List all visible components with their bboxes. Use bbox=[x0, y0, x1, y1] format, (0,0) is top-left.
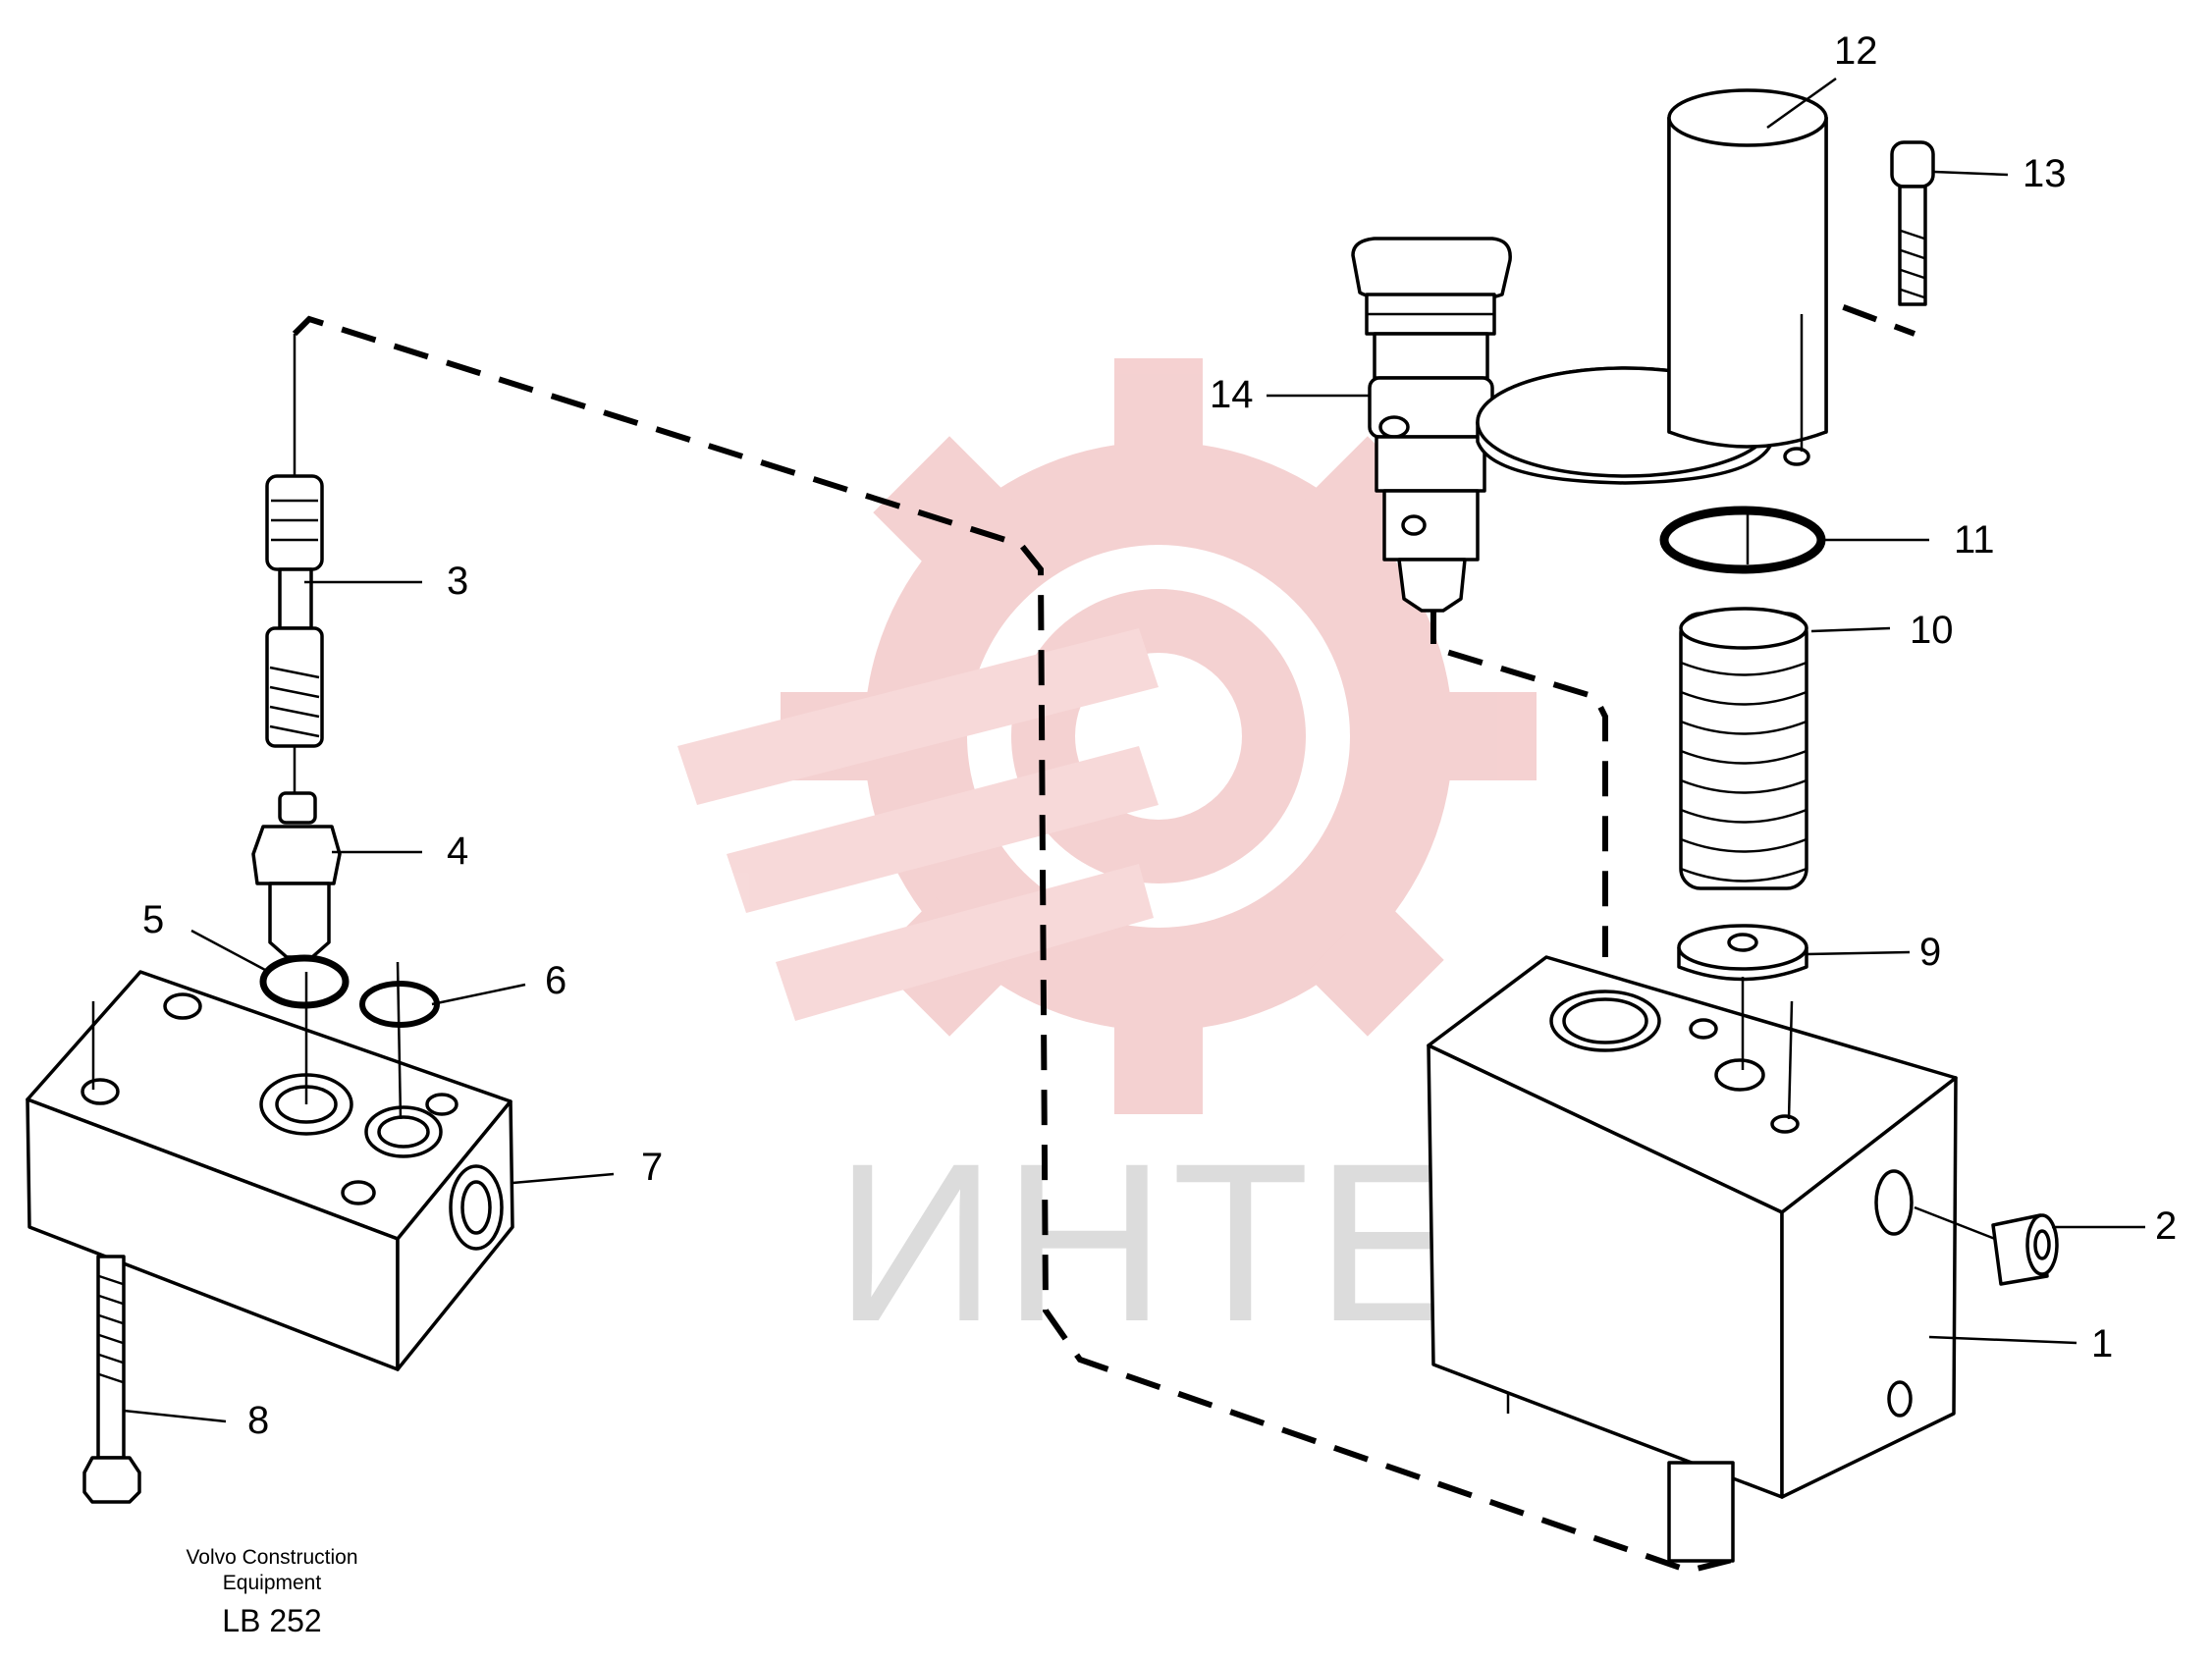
callout-7: 7 bbox=[641, 1146, 663, 1189]
callout-8: 8 bbox=[247, 1399, 269, 1442]
callout-12: 12 bbox=[1834, 29, 1878, 73]
maker-line-2: Equipment bbox=[223, 1572, 322, 1594]
watermark-logo bbox=[677, 358, 1537, 1114]
assembly-dash-14 bbox=[1430, 609, 1608, 957]
callout-labels: 1 2 3 4 5 6 7 8 9 10 11 12 13 14 bbox=[142, 29, 2177, 1442]
callout-2: 2 bbox=[2155, 1204, 2177, 1248]
part-2-plug bbox=[1991, 1213, 2059, 1286]
callout-11: 11 bbox=[1954, 518, 1995, 562]
callout-1: 1 bbox=[2091, 1322, 2113, 1365]
callout-3: 3 bbox=[447, 560, 468, 603]
callout-14: 14 bbox=[1210, 373, 1254, 416]
part-12-solenoid bbox=[1476, 88, 1828, 485]
callout-5: 5 bbox=[142, 898, 164, 941]
part-4-valve-seat bbox=[251, 791, 342, 959]
part-11-o-ring bbox=[1659, 506, 1826, 574]
part-5-o-ring bbox=[259, 954, 350, 1009]
callout-6: 6 bbox=[545, 959, 566, 1002]
part-3-adjusting-screw bbox=[265, 334, 324, 795]
callout-10: 10 bbox=[1910, 609, 1954, 652]
leader-lines bbox=[123, 77, 2145, 1423]
callout-4: 4 bbox=[447, 830, 468, 873]
part-9-spring-seat bbox=[1677, 924, 1808, 982]
callout-13: 13 bbox=[2023, 152, 2067, 195]
callout-9: 9 bbox=[1919, 931, 1941, 974]
part-10-spring bbox=[1679, 607, 1808, 890]
assembly-dash-left bbox=[292, 315, 1731, 1575]
part-7-valve-block bbox=[26, 961, 514, 1371]
drawing-code: LB 252 bbox=[222, 1603, 321, 1638]
part-13-screw bbox=[1890, 140, 1935, 306]
part-8-bolt bbox=[82, 1255, 141, 1504]
part-1-valve-body bbox=[1427, 955, 1958, 1563]
maker-line-1: Volvo Construction bbox=[186, 1546, 357, 1569]
